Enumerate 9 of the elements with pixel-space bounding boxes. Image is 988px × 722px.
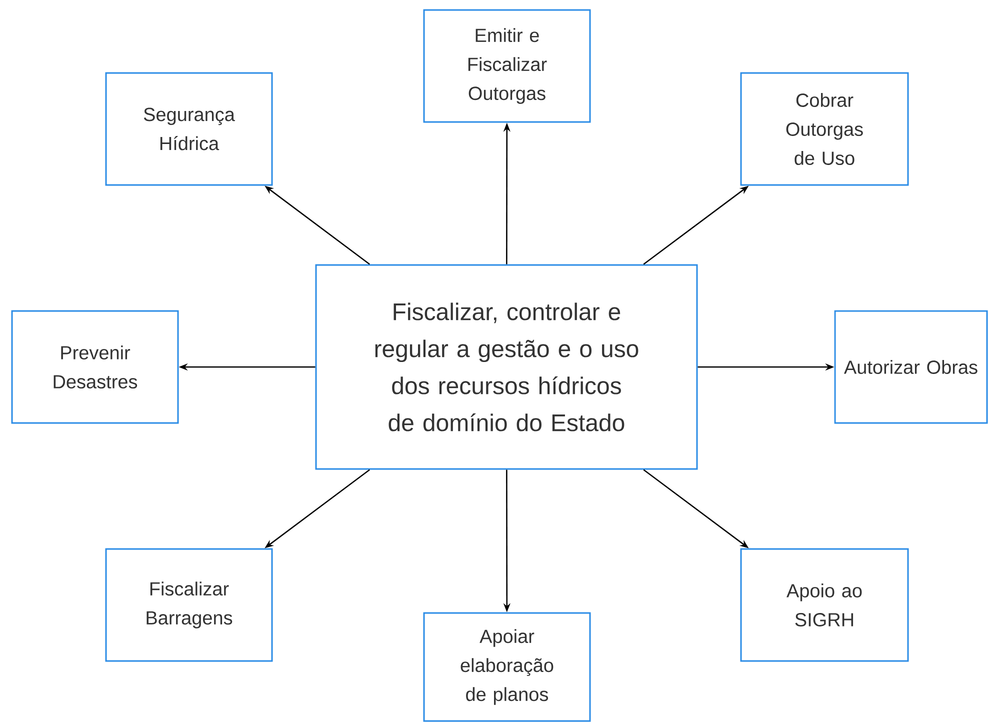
process-box: Autorizar Obras <box>834 310 988 424</box>
process-box: Cobrar Outorgas de Uso <box>740 72 909 186</box>
process-box: Fiscalizar, controlar e regular a gestão e o uso dos recursos hídricos de domínio do Estado <box>315 264 698 470</box>
process-box: Fiscalizar Barragens <box>105 548 273 662</box>
process-box: Apoiar elaboração de planos <box>423 612 591 722</box>
process-box: Segurança Hídrica <box>105 72 273 186</box>
process-box: Emitir e Fiscalizar Outorgas <box>423 9 591 123</box>
process-box: Apoio ao SIGRH <box>740 548 909 662</box>
process-box: Prevenir Desastres <box>11 310 179 424</box>
